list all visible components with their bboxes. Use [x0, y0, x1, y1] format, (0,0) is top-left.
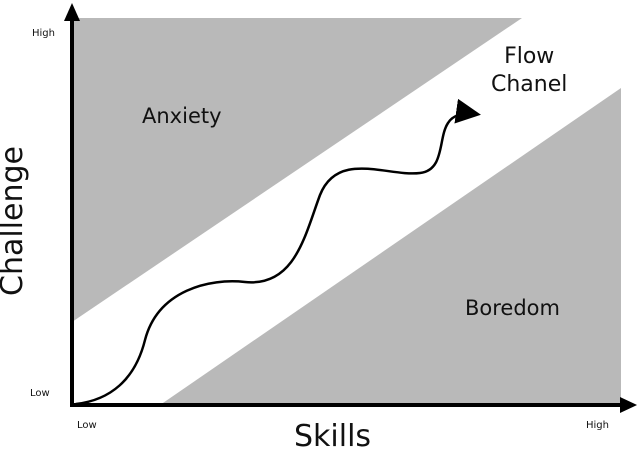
boredom-label: Boredom [465, 296, 560, 320]
x-axis-low-label: Low [77, 420, 97, 431]
y-axis-title: Challenge [0, 146, 30, 296]
x-axis-arrow-icon [620, 397, 637, 413]
flow-channel-line-1: Flow [504, 44, 555, 69]
anxiety-region [72, 18, 522, 322]
y-axis-low-label: Low [30, 388, 50, 399]
x-axis-title: Skills [294, 419, 372, 454]
x-axis-high-label: High [586, 420, 609, 431]
flow-channel-line-2: Chanel [491, 71, 568, 97]
flow-channel-label: Flow Chanel [491, 43, 567, 98]
boredom-region [160, 88, 621, 405]
anxiety-label: Anxiety [142, 104, 222, 128]
y-axis-arrow-icon [64, 3, 80, 21]
y-axis-high-label: High [32, 28, 55, 39]
flow-path-arrow [74, 98, 481, 406]
